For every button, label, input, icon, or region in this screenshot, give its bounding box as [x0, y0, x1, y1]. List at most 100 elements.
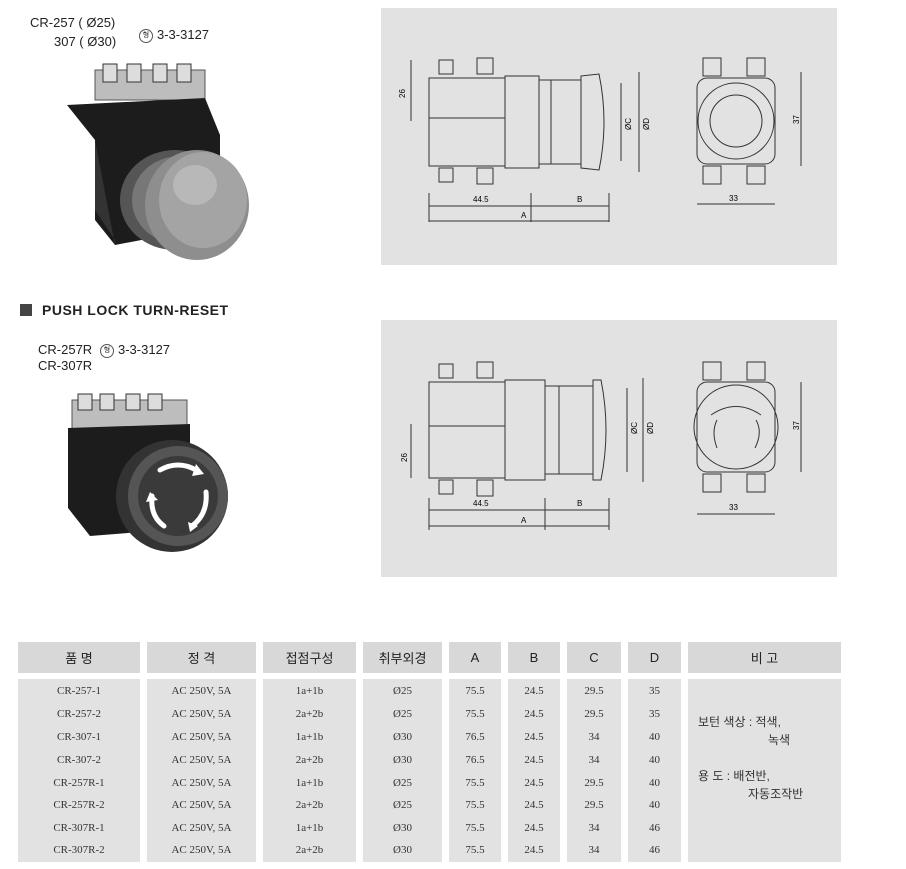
product1-model-line1: CR-257 ( Ø25): [30, 15, 116, 30]
column-remarks: 보턴 색상 : 적색, 녹색 용 도 : 배전반, 자동조작반: [688, 679, 841, 862]
registration-mark-icon: 형: [139, 28, 153, 43]
table-cell: AC 250V, 5A: [171, 685, 232, 697]
table-cell: CR-257-2: [57, 708, 101, 720]
column-a: 75.5 75.5 76.5 76.5 75.5 75.5 75.5 75.5: [449, 679, 501, 862]
table-cell: AC 250V, 5A: [171, 708, 232, 720]
table-cell: 24.5: [524, 799, 544, 811]
table-cell: 40: [649, 731, 660, 743]
table-cell: AC 250V, 5A: [171, 799, 232, 811]
table-cell: 75.5: [465, 708, 485, 720]
header-b: B: [508, 642, 560, 673]
dim-44-5-label: 44.5: [473, 499, 489, 508]
table-cell: 40: [649, 777, 660, 789]
dim-26-label: 26: [400, 453, 409, 462]
table-cell: 29.5: [584, 777, 604, 789]
header-c: C: [567, 642, 621, 673]
table-cell: CR-307R-2: [53, 844, 105, 856]
square-bullet-icon: [20, 304, 32, 316]
product2-model-line2: CR-307R: [38, 358, 93, 373]
table-cell: 24.5: [524, 731, 544, 743]
header-d: D: [628, 642, 681, 673]
table-cell: 2a+2b: [295, 754, 324, 766]
table-cell: 40: [649, 754, 660, 766]
table-cell: Ø30: [393, 844, 412, 856]
table-cell: AC 250V, 5A: [171, 777, 232, 789]
header-remarks: 비 고: [688, 642, 841, 673]
dim-d-label: ØD: [646, 422, 655, 434]
table-cell: Ø25: [393, 799, 412, 811]
dim-b-label: B: [577, 195, 582, 204]
table-cell: 2a+2b: [295, 844, 324, 856]
table-cell: Ø25: [393, 708, 412, 720]
table-cell: 34: [588, 822, 600, 834]
dim-a-label: A: [521, 516, 527, 525]
remark-use-value2: 자동조작반: [748, 787, 804, 801]
table-cell: 34: [588, 844, 600, 856]
table-cell: 75.5: [465, 844, 485, 856]
table-cell: 24.5: [524, 822, 544, 834]
table-cell: 29.5: [584, 685, 604, 697]
table-cell: Ø30: [393, 822, 412, 834]
header-a: A: [449, 642, 501, 673]
header-rating: 정 격: [147, 642, 256, 673]
table-cell: 29.5: [584, 708, 604, 720]
table-cell: 46: [649, 844, 660, 856]
remark-color-value2: 녹색: [768, 733, 791, 747]
turn-reset-button-photo: [60, 388, 235, 558]
column-rating: AC 250V, 5A AC 250V, 5A AC 250V, 5A AC 2…: [147, 679, 256, 862]
table-cell: 34: [588, 731, 600, 743]
dim-a-label: A: [521, 211, 527, 220]
dimension-drawing-panel-1: 26 44.5 B A ØC ØD 37 33: [381, 8, 837, 265]
table-cell: 40: [649, 799, 660, 811]
table-cell: AC 250V, 5A: [171, 822, 232, 834]
table-cell: 2a+2b: [295, 799, 324, 811]
table-cell: 1a+1b: [295, 822, 324, 834]
product2-model-line1: CR-257R: [38, 342, 93, 357]
product1-model-line2: 307 ( Ø30): [54, 34, 117, 49]
table-cell: 35: [649, 708, 660, 720]
table-cell: 1a+1b: [295, 685, 324, 697]
table-cell: 29.5: [584, 799, 604, 811]
section-title: PUSH LOCK TURN-RESET: [20, 302, 229, 318]
table-cell: Ø30: [393, 754, 412, 766]
column-d: 35 35 40 40 40 40 46 46: [628, 679, 681, 862]
dim-26-label: 26: [398, 89, 407, 98]
column-mount-dia: Ø25 Ø25 Ø30 Ø30 Ø25 Ø25 Ø30 Ø30: [363, 679, 442, 862]
table-cell: 35: [649, 685, 660, 697]
dim-37-label: 37: [792, 115, 801, 124]
table-cell: 24.5: [524, 685, 544, 697]
header-product-name: 품 명: [18, 642, 140, 673]
table-cell: 34: [588, 754, 600, 766]
table-cell: CR-257R-2: [53, 799, 105, 811]
table-cell: 24.5: [524, 708, 544, 720]
mushroom-button-photo: [55, 60, 255, 265]
header-mount-dia: 취부외경: [363, 642, 442, 673]
table-cell: 75.5: [465, 822, 485, 834]
table-cell: 75.5: [465, 685, 485, 697]
dim-c-label: ØC: [624, 118, 633, 130]
table-cell: 75.5: [465, 777, 485, 789]
dimension-drawing-panel-2: 26 44.5 B A ØC ØD 37 33: [381, 320, 837, 577]
remark-use-label: 용 도 : 배전반,: [698, 769, 770, 783]
table-cell: Ø25: [393, 685, 412, 697]
table-cell: 2a+2b: [295, 708, 324, 720]
table-cell: AC 250V, 5A: [171, 844, 232, 856]
table-cell: 76.5: [465, 731, 485, 743]
product1-registration: 형 3-3-3127: [135, 27, 209, 43]
table-cell: CR-257-1: [57, 685, 101, 697]
registration-number: 3-3-3127: [157, 27, 210, 42]
table-cell: 24.5: [524, 754, 544, 766]
dim-33-label: 33: [729, 194, 738, 203]
dim-c-label: ØC: [630, 422, 639, 434]
table-cell: 1a+1b: [295, 777, 324, 789]
table-cell: 1a+1b: [295, 731, 324, 743]
table-cell: CR-307-2: [57, 754, 101, 766]
dim-b-label: B: [577, 499, 582, 508]
table-cell: 46: [649, 822, 660, 834]
dim-44-5-label: 44.5: [473, 195, 489, 204]
dim-33-label: 33: [729, 503, 738, 512]
table-cell: CR-307-1: [57, 731, 101, 743]
header-contact: 접점구성: [263, 642, 356, 673]
registration-number: 3-3-3127: [118, 342, 171, 357]
